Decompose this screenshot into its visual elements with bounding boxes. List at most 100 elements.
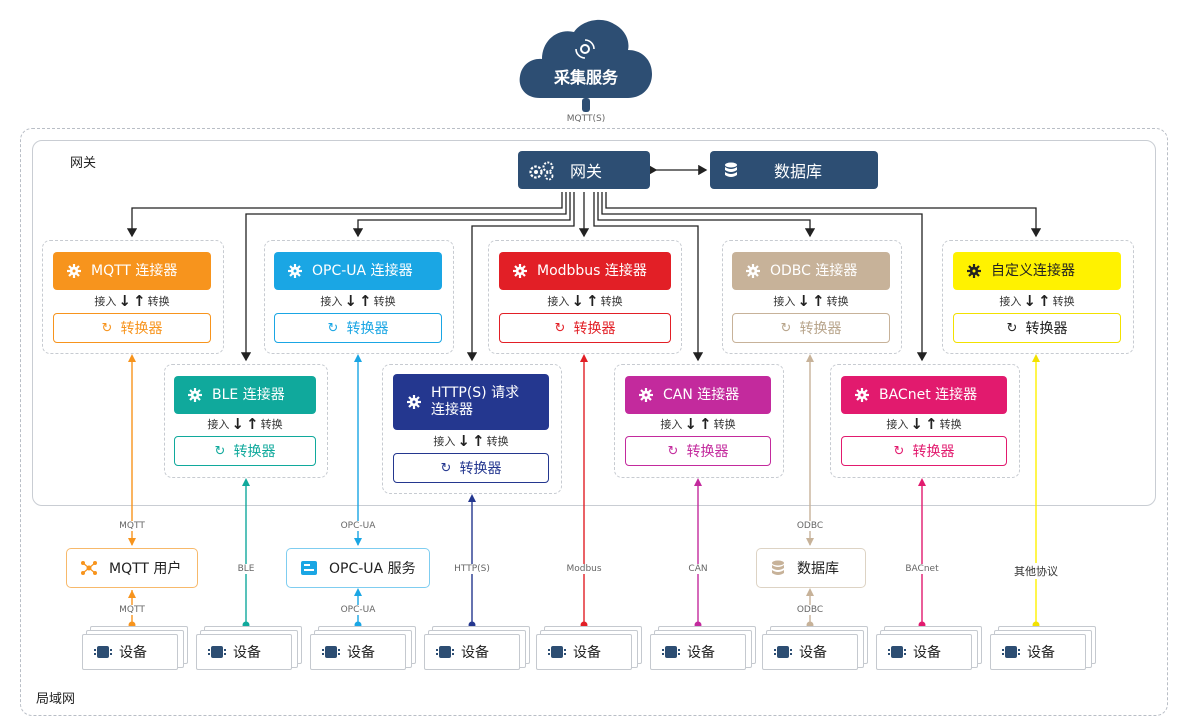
chip-icon: [436, 646, 454, 658]
device-stack[interactable]: 设备: [650, 626, 756, 670]
mqtt-user-service[interactable]: MQTT 用户: [66, 548, 198, 588]
flow-indicator: 接入↓↑转换: [53, 292, 211, 310]
protocol-http: HTTP(S): [444, 564, 500, 574]
flow-in-label: 接入: [547, 295, 570, 308]
cloud-icon: [519, 19, 652, 98]
flow-indicator: 接入↓↑转换: [274, 292, 442, 310]
down-arrow-icon: ↓: [1023, 292, 1036, 310]
lan-zone-label: 局域网: [36, 692, 76, 707]
up-arrow-icon: ↑: [586, 292, 599, 310]
gateway-box[interactable]: 网关: [518, 151, 650, 189]
device-stack[interactable]: 设备: [196, 626, 302, 670]
refresh-icon: ↻: [440, 460, 452, 476]
refresh-icon: ↻: [1006, 320, 1018, 336]
cloud-title: 采集服务: [553, 68, 618, 87]
refresh-icon: ↻: [327, 320, 339, 336]
down-arrow-icon: ↓: [684, 415, 697, 433]
flow-out-label: 转换: [600, 295, 623, 308]
chip-icon: [322, 646, 340, 658]
up-arrow-icon: ↑: [925, 415, 938, 433]
down-arrow-icon: ↓: [797, 292, 810, 310]
down-arrow-icon: ↓: [910, 415, 923, 433]
flow-out-label: 转换: [713, 418, 736, 431]
gateway-zone: [32, 140, 1156, 506]
flow-in-label: 接入: [207, 418, 230, 431]
converter-odbc[interactable]: ↻转换器: [732, 313, 890, 343]
connector-custom-label: 自定义连接器: [991, 262, 1075, 279]
connector-odbc[interactable]: ODBC 连接器: [732, 252, 890, 290]
protocol-ble: BLE: [226, 564, 266, 574]
gear-icon: [639, 388, 653, 402]
device-stack[interactable]: 设备: [536, 626, 642, 670]
gear-icon: [513, 264, 527, 278]
gear-icon: [967, 264, 981, 278]
converter-bacnet[interactable]: ↻转换器: [841, 436, 1007, 466]
device-stack[interactable]: 设备: [762, 626, 868, 670]
converter-label: 转换器: [1025, 321, 1068, 337]
converter-custom[interactable]: ↻ 转换器: [953, 313, 1121, 343]
connector-bacnet-label: BACnet 连接器: [879, 386, 978, 403]
up-arrow-icon: ↑: [246, 415, 259, 433]
converter-label: 转换器: [233, 444, 276, 460]
flow-out-label: 转换: [373, 295, 396, 308]
connector-custom[interactable]: 自定义连接器: [953, 252, 1121, 290]
gear-icon: [188, 388, 202, 402]
device-stack[interactable]: 设备: [876, 626, 982, 670]
connector-can-label: CAN 连接器: [663, 386, 740, 403]
chip-icon: [94, 646, 112, 658]
device-label: 设备: [573, 645, 601, 661]
device-stack[interactable]: 设备: [424, 626, 530, 670]
chip-icon: [774, 646, 792, 658]
flow-out-label: 转换: [826, 295, 849, 308]
device-stack[interactable]: 设备: [310, 626, 416, 670]
protocol-mqtt-bottom: MQTT: [102, 605, 162, 615]
chip-icon: [662, 646, 680, 658]
protocol-modbus: Modbus: [558, 564, 610, 574]
connector-ble[interactable]: BLE 连接器: [174, 376, 316, 414]
flow-in-label: 接入: [999, 295, 1022, 308]
up-arrow-icon: ↑: [133, 292, 146, 310]
converter-modbus[interactable]: ↻ 转换器: [499, 313, 671, 343]
database-icon: [772, 560, 784, 575]
connector-modbus[interactable]: Modbbus 连接器: [499, 252, 671, 290]
opcua-service-label: OPC-UA 服务: [329, 561, 416, 577]
refresh-icon: ↻: [780, 320, 792, 336]
chip-icon: [1002, 646, 1020, 658]
converter-ble[interactable]: ↻转换器: [174, 436, 316, 466]
converter-label: 转换器: [686, 444, 729, 460]
gears-icon: [529, 161, 554, 181]
connector-bacnet[interactable]: BACnet 连接器: [841, 376, 1007, 414]
refresh-icon: ↻: [554, 320, 566, 336]
up-arrow-icon: ↑: [472, 432, 485, 450]
up-arrow-icon: ↑: [699, 415, 712, 433]
flow-out-label: 转换: [486, 435, 509, 448]
connector-mqtt-label: MQTT 连接器: [91, 262, 178, 279]
converter-http[interactable]: ↻转换器: [393, 453, 549, 483]
connector-http[interactable]: HTTP(S) 请求 连接器: [393, 374, 549, 430]
device-label: 设备: [347, 645, 375, 661]
connector-mqtt[interactable]: MQTT 连接器: [53, 252, 211, 290]
flow-out-label: 转换: [1052, 295, 1075, 308]
protocol-opcua-top: OPC-UA: [326, 521, 390, 531]
opcua-service[interactable]: OPC-UA 服务: [286, 548, 430, 588]
flow-in-label: 接入: [433, 435, 456, 448]
flow-in-label: 接入: [660, 418, 683, 431]
converter-can[interactable]: ↻ 转换器: [625, 436, 771, 466]
converter-label: 转换器: [573, 321, 616, 337]
flow-indicator: 接入↓↑转换: [841, 415, 1007, 433]
device-label: 设备: [461, 645, 489, 661]
converter-mqtt[interactable]: ↻转换器: [53, 313, 211, 343]
cloud-protocol: MQTT(S): [566, 114, 606, 124]
device-stack[interactable]: 设备: [82, 626, 188, 670]
converter-opcua[interactable]: ↻转换器: [274, 313, 442, 343]
database-box[interactable]: 数据库: [710, 151, 878, 189]
flow-indicator: 接入↓↑转换: [732, 292, 890, 310]
connector-opcua[interactable]: OPC-UA 连接器: [274, 252, 442, 290]
down-arrow-icon: ↓: [118, 292, 131, 310]
protocol-can: CAN: [678, 564, 718, 574]
connector-can[interactable]: CAN 连接器: [625, 376, 771, 414]
flow-indicator: 接入↓↑转换: [953, 292, 1121, 310]
device-stack[interactable]: 设备: [990, 626, 1096, 670]
refresh-icon: ↻: [667, 443, 679, 459]
lan-database-service[interactable]: 数据库: [756, 548, 866, 588]
